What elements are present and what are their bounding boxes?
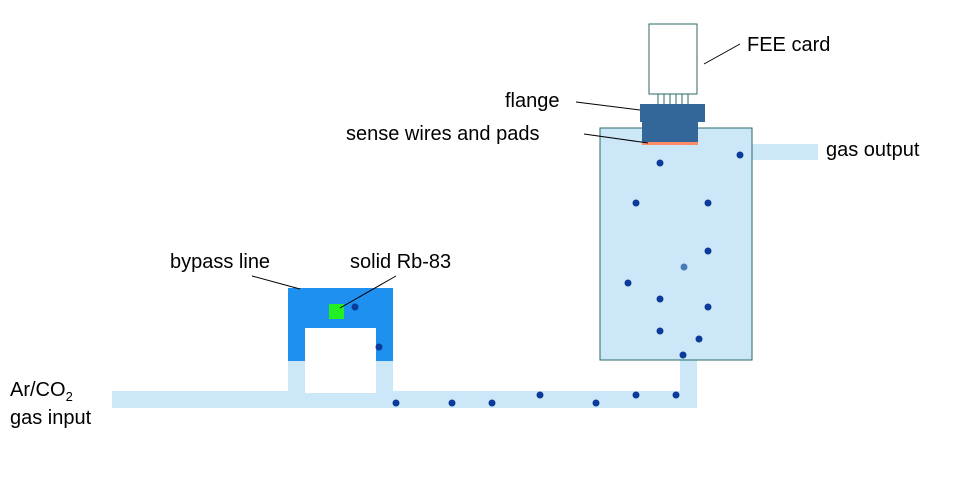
- leader-sense-wires: [583, 133, 649, 144]
- leader-bypass: [251, 275, 301, 290]
- particle: [695, 335, 703, 343]
- gas-input-label-line2: gas input: [10, 407, 92, 429]
- particle: [656, 295, 664, 303]
- particle: [488, 399, 496, 407]
- gas-input-formula: Ar/CO: [10, 379, 66, 401]
- particle: [704, 199, 712, 207]
- riser-pipe: [680, 358, 697, 408]
- particles: [351, 151, 744, 407]
- leader-fee-card: [703, 43, 741, 65]
- particle: [632, 391, 640, 399]
- gas-input-label: Ar/CO2: [10, 379, 73, 404]
- gas-pipes: [112, 144, 818, 408]
- particle: [392, 399, 400, 407]
- source-label: solid Rb-83: [350, 251, 451, 273]
- bypass-leg-right: [376, 358, 393, 393]
- particle: [736, 151, 744, 159]
- particle: [656, 327, 664, 335]
- particle: [656, 159, 664, 167]
- particle: [592, 399, 600, 407]
- flange: [640, 104, 705, 142]
- gas-output-label: gas output: [826, 139, 920, 161]
- particle-decayed: [680, 263, 688, 271]
- gas-input-subscript: 2: [66, 389, 73, 404]
- particle: [704, 303, 712, 311]
- input-pipe: [112, 391, 697, 408]
- leader-flange: [575, 101, 641, 111]
- particle: [448, 399, 456, 407]
- detector-chamber: [599, 127, 753, 361]
- flange-label: flange: [505, 90, 560, 112]
- rb83-source: [329, 304, 344, 319]
- fee-card: [648, 23, 698, 104]
- particle: [672, 391, 680, 399]
- bypass-leg-left: [288, 358, 305, 393]
- particle: [351, 303, 359, 311]
- leader-source: [339, 275, 397, 309]
- particle: [536, 391, 544, 399]
- bypass-line: [288, 288, 393, 393]
- particle: [624, 279, 632, 287]
- particle: [632, 199, 640, 207]
- sense-wires-pads: [642, 142, 698, 145]
- sense-wires-label: sense wires and pads: [346, 123, 539, 145]
- bypass-line-label: bypass line: [170, 251, 270, 273]
- particle: [375, 343, 383, 351]
- fee-card-label: FEE card: [747, 34, 830, 56]
- bypass-inner-gap: [305, 328, 376, 393]
- output-pipe: [752, 144, 818, 160]
- leader-lines: [251, 43, 741, 309]
- particle: [704, 247, 712, 255]
- particle: [679, 351, 687, 359]
